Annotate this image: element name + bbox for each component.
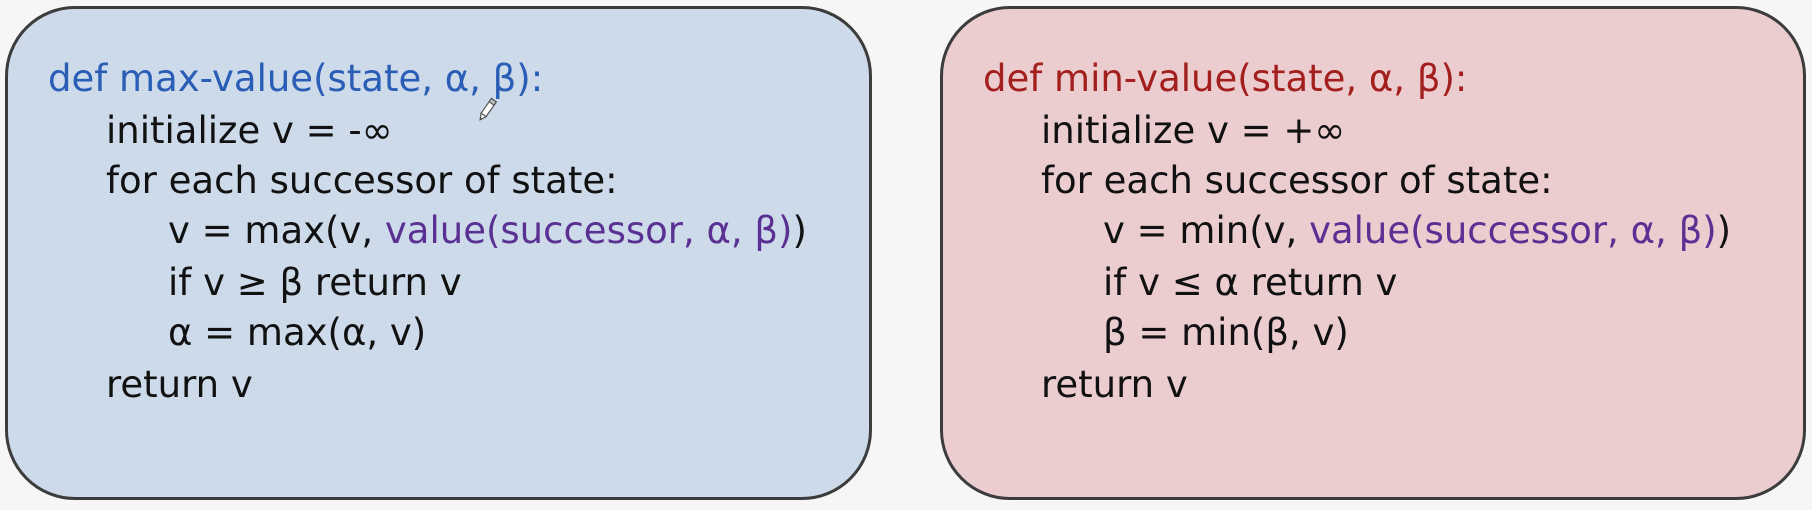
min-value-return-line: return v	[1041, 363, 1188, 406]
max-value-panel: def max-value(state, α, β): initialize v…	[5, 6, 872, 500]
min-value-update-line: v = min(v, value(successor, α, β))	[1103, 209, 1731, 253]
min-value-update-suffix: )	[1716, 209, 1732, 252]
max-value-recursive-call: value(successor, α, β)	[384, 209, 793, 252]
min-value-prune-line: if v ≤ α return v	[1103, 261, 1398, 304]
min-value-beta-update-line: β = min(β, v)	[1103, 311, 1349, 354]
max-value-update-line: v = max(v, value(successor, α, β))	[168, 209, 807, 253]
max-value-initialize-line: initialize v = -∞	[106, 109, 393, 152]
min-value-panel: def min-value(state, α, β): initialize v…	[940, 6, 1806, 500]
min-value-update-prefix: v = min(v,	[1103, 209, 1310, 252]
min-value-signature: def min-value(state, α, β):	[983, 57, 1468, 100]
max-value-for-each-line: for each successor of state:	[106, 159, 618, 202]
pencil-cursor-icon	[479, 97, 498, 121]
max-value-update-prefix: v = max(v,	[168, 209, 385, 252]
max-value-return-line: return v	[106, 363, 253, 406]
max-value-prune-line: if v ≥ β return v	[168, 261, 462, 304]
min-value-initialize-line: initialize v = +∞	[1041, 109, 1346, 152]
min-value-recursive-call: value(successor, α, β)	[1309, 209, 1717, 252]
max-value-alpha-update-line: α = max(α, v)	[168, 311, 427, 354]
max-value-update-suffix: )	[792, 209, 807, 252]
min-value-for-each-line: for each successor of state:	[1041, 159, 1553, 202]
max-value-signature: def max-value(state, α, β):	[48, 57, 544, 100]
